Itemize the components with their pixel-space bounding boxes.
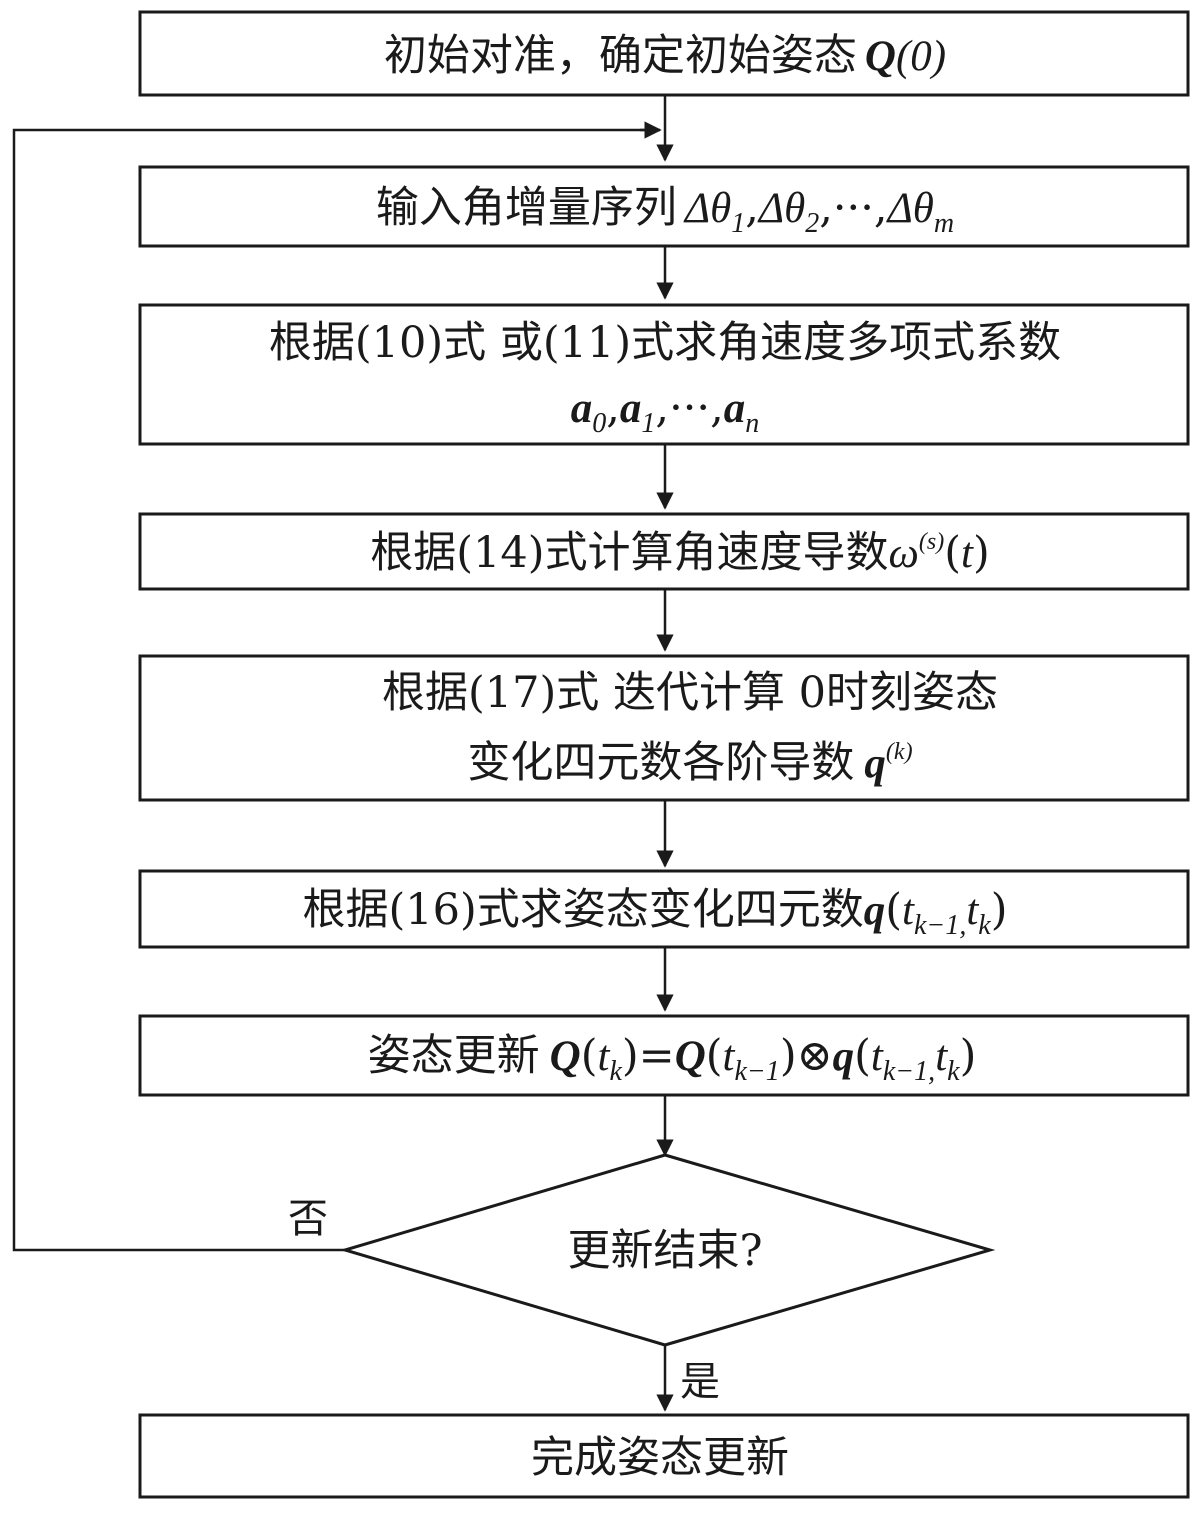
box-change-quaternion bbox=[138, 869, 1190, 949]
box-attitude-update bbox=[138, 1014, 1190, 1097]
step5-line1: 根据(17)式 迭代计算 0时刻姿态 bbox=[382, 668, 998, 718]
process-boxes bbox=[138, 10, 1190, 1499]
step4-text: 根据(14)式计算角速度导数ω(s)(t) bbox=[370, 528, 990, 578]
box-finish bbox=[138, 1413, 1190, 1499]
box-angular-derivative bbox=[138, 512, 1190, 591]
box-quaternion-derivatives bbox=[138, 654, 1190, 802]
step3-line2: a0,a1,···,an bbox=[571, 383, 760, 439]
finish-text: 完成姿态更新 bbox=[531, 1433, 789, 1483]
step3-line1: 根据(10)式 或(11)式求角速度多项式系数 bbox=[269, 318, 1061, 368]
box-poly-coefficients bbox=[138, 303, 1190, 446]
loop-back-line bbox=[12, 128, 650, 1252]
connectors bbox=[12, 95, 674, 1412]
box-initial-alignment bbox=[138, 10, 1190, 97]
decision-text: 更新结束? bbox=[567, 1226, 762, 1276]
box-input-increments bbox=[138, 165, 1190, 248]
decision-diamond bbox=[339, 1153, 996, 1347]
step6-text: 根据(16)式求姿态变化四元数q(tk−1,tk) bbox=[302, 885, 1007, 941]
no-label: 否 bbox=[288, 1196, 328, 1242]
yes-label: 是 bbox=[680, 1359, 720, 1405]
